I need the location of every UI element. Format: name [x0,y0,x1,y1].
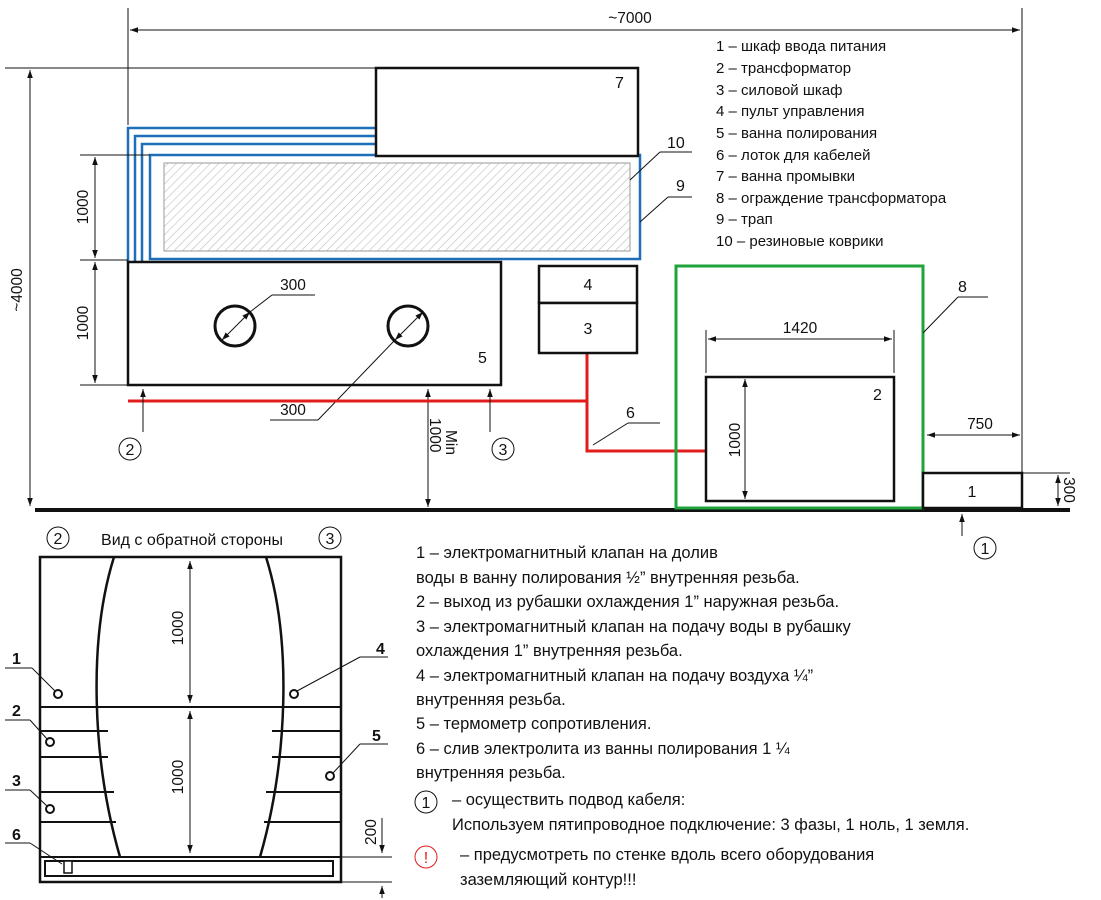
cable-note: 1 – осуществить подвод кабеля: Используе… [414,790,969,834]
transformer-fence [674,264,925,510]
drain-circle-right [386,304,430,348]
notes: 1 – электромагнитный клапан на долив вод… [416,544,852,782]
svg-text:8: 8 [958,279,967,296]
dim-total-width: ~7000 [127,8,1023,475]
power-input-cabinet-1 [921,471,1024,510]
svg-text:5 – ванна полирования: 5 – ванна полирования [716,125,877,142]
svg-text:Min: Min [442,430,459,455]
svg-text:2: 2 [12,703,21,720]
total-height-label: ~4000 [9,268,26,312]
control-panel-4 [537,264,639,305]
label-5: 5 [478,350,487,367]
rubber-mat [163,162,631,252]
svg-text:1000: 1000 [170,759,187,794]
marker-2: 2 [126,442,135,459]
ground-note: ! – предусмотреть по стенке вдоль всего … [414,845,874,889]
svg-text:5 – термометр сопротивления.: 5 – термометр сопротивления. [416,715,651,733]
svg-text:6 – слив электролита из ванны: 6 – слив электролита из ванны полировани… [416,740,790,758]
legend: 1 – шкаф ввода питания 2 – трансформатор… [716,38,947,250]
svg-text:1000: 1000 [170,610,187,645]
svg-text:1 – электромагнитный клапан на: 1 – электромагнитный клапан на долив [416,544,718,562]
callout-8: 8 [922,279,988,334]
back-marker-3: 3 [326,531,335,548]
drain-circle-left [213,304,257,348]
back-view-title: Вид с обратной стороны [101,532,283,549]
callout-10: 10 [629,135,692,181]
svg-text:охлаждения 1” внутренняя резьб: охлаждения 1” внутренняя резьба. [416,642,683,660]
svg-text:2: 2 [873,387,882,404]
svg-text:5: 5 [372,728,381,745]
svg-text:внутренняя резьба.: внутренняя резьба. [416,764,566,782]
marker-3: 3 [499,442,508,459]
svg-text:1000: 1000 [727,422,744,457]
svg-text:1 – шкаф ввода питания: 1 – шкаф ввода питания [716,38,886,55]
svg-text:1: 1 [422,795,431,812]
svg-text:4 – электромагнитный клапан на: 4 – электромагнитный клапан на подачу во… [416,667,813,685]
svg-text:9: 9 [676,178,685,195]
back-view: 2 Вид с обратной стороны 3 [5,526,392,898]
svg-text:3: 3 [584,321,593,338]
svg-text:Используем пятипроводное подкл: Используем пятипроводное подключение: 3 … [452,816,969,834]
warning-icon [414,845,438,869]
svg-text:6: 6 [626,405,635,422]
label-7: 7 [615,75,624,92]
svg-text:3 – силовой шкаф: 3 – силовой шкаф [716,82,842,99]
svg-text:6: 6 [12,827,21,844]
dim-bath-heights: 1000 1000 [75,154,150,386]
svg-text:9 – трап: 9 – трап [716,211,773,228]
back-marker-2: 2 [54,531,63,548]
svg-text:4: 4 [376,641,385,658]
svg-text:– предусмотреть по стенке вдол: – предусмотреть по стенке вдоль всего об… [460,846,874,864]
svg-text:внутренняя резьба.: внутренняя резьба. [416,691,566,709]
marker-1: 1 [981,541,990,558]
svg-text:1: 1 [968,484,977,501]
svg-text:4: 4 [584,277,593,294]
power-cabinet-3 [537,301,639,355]
svg-text:7 – ванна промывки: 7 – ванна промывки [716,168,855,185]
rinse-bath-7 [374,66,640,158]
svg-text:1000: 1000 [426,418,443,453]
svg-text:200: 200 [363,819,380,845]
dim-transformer: 1420 1000 [705,320,895,499]
svg-text:1000: 1000 [75,189,92,224]
transformer-2 [704,375,896,503]
cable-tray [128,353,706,453]
svg-text:!: ! [424,850,428,867]
svg-text:воды в ванну полирования ½” вн: воды в ванну полирования ½” внутренняя р… [416,569,800,587]
svg-text:заземляющий контур!!!: заземляющий контур!!! [460,871,636,889]
pipe-diameter-top: 300 [280,277,306,294]
svg-text:1: 1 [12,651,21,668]
svg-text:300: 300 [1060,477,1077,503]
svg-text:4 – пульт управления: 4 – пульт управления [716,103,865,120]
svg-text:3: 3 [12,773,21,790]
dim-min-clearance: Min 1000 [425,389,459,507]
dim-total-height: ~4000 [5,67,376,506]
pipe-diameter-bottom: 300 [280,402,306,419]
svg-text:1000: 1000 [75,305,92,340]
svg-text:3 – электромагнитный клапан на: 3 – электромагнитный клапан на подачу во… [416,618,852,636]
dim-gap-750: 750 [927,416,1020,438]
callout-9: 9 [639,178,692,223]
svg-text:10: 10 [667,135,685,152]
svg-text:8 – ограждение трансформатора: 8 – ограждение трансформатора [716,190,947,207]
polishing-bath-5 [126,260,503,387]
total-width-label: ~7000 [608,10,652,27]
svg-text:750: 750 [967,416,993,433]
svg-text:2 – трансформатор: 2 – трансформатор [716,60,851,77]
svg-text:1420: 1420 [783,320,818,337]
svg-text:2 – выход из рубашки охлаждени: 2 – выход из рубашки охлаждения 1” наруж… [416,593,839,611]
callout-6: 6 [592,405,660,446]
svg-text:10 – резиновые коврики: 10 – резиновые коврики [716,233,884,250]
dim-cabinet1: 300 [1022,472,1077,506]
svg-text:– осуществить подвод кабеля:: – осуществить подвод кабеля: [452,791,685,809]
svg-text:6 – лоток для кабелей: 6 – лоток для кабелей [716,147,871,164]
